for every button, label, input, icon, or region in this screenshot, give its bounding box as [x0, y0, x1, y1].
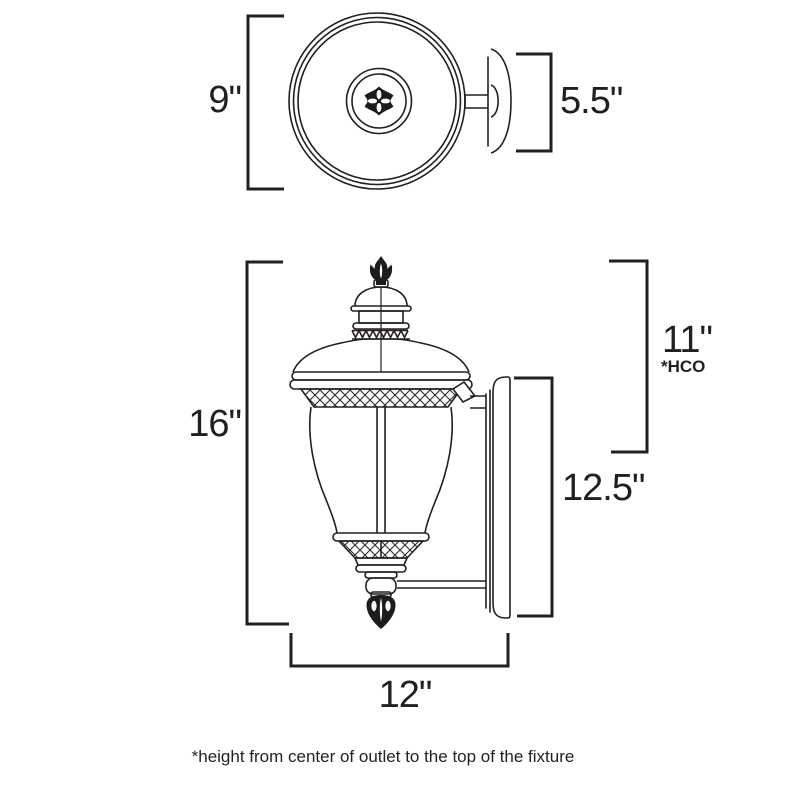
dimension-bracket-12in [289, 633, 510, 668]
top-view-arm [464, 94, 488, 109]
dim-label-16in: 16" [188, 403, 242, 445]
side-view-arms [397, 380, 486, 589]
lantern-top-finial-icon [369, 256, 393, 285]
dim-label-12-5in: 12.5" [562, 467, 645, 509]
upper-lattice-band [299, 388, 463, 408]
side-view-backplate [485, 376, 511, 619]
dim-label-12in: 12" [378, 674, 433, 716]
top-view-fixture-circles [288, 12, 466, 190]
dimension-bracket-16in [245, 260, 289, 626]
side-view [245, 256, 649, 668]
dimension-bracket-12-5in [514, 376, 554, 618]
lantern-roof [289, 287, 473, 390]
lantern-glass-body [308, 406, 454, 534]
dimension-bracket-11in [609, 259, 649, 454]
top-view [246, 12, 553, 191]
footnote: *height from center of outlet to the top… [191, 747, 575, 766]
top-view-backplate [487, 48, 512, 154]
dim-label-9in: 9" [208, 79, 242, 121]
dim-label-11in: 11" [662, 319, 713, 361]
hco-note: *HCO [661, 357, 706, 376]
finial-rosette-icon [364, 86, 394, 116]
dimension-bracket-9in [246, 14, 284, 191]
lantern-bottom-finial-icon [366, 595, 396, 629]
lantern-base [332, 532, 430, 598]
dimension-bracket-5-5in [516, 52, 553, 153]
dim-label-5-5in: 5.5" [560, 80, 623, 122]
